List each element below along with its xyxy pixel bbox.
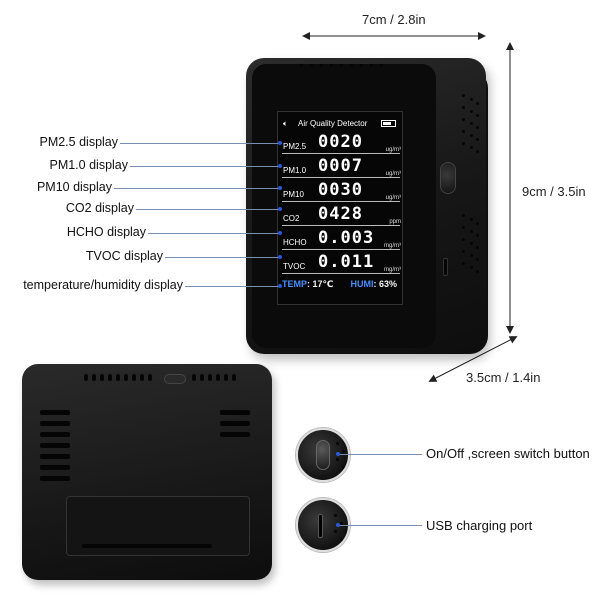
top-vents bbox=[280, 62, 420, 72]
usb-port-icon bbox=[318, 514, 323, 538]
reading-label: PM2.5 bbox=[283, 142, 307, 151]
reading-unit: ug/m³ bbox=[385, 147, 401, 153]
lcd-screen: 🔈︎ Air Quality Detector PM2.5 0020 ug/m³… bbox=[277, 111, 403, 305]
temp-humidity-row: TEMP: 17℃ HUMI: 63% bbox=[282, 279, 397, 290]
reading-row-hcho: HCHO 0.003 mg/m³ bbox=[278, 228, 402, 250]
temp-value: : 17℃ bbox=[307, 279, 334, 289]
back-right-vents bbox=[220, 410, 252, 450]
callout-tvoc: TVOC display bbox=[85, 249, 163, 263]
side-vents bbox=[462, 94, 482, 324]
reading-label: PM1.0 bbox=[283, 166, 307, 175]
height-label: 9cm / 3.5in bbox=[522, 184, 586, 199]
humi-value: : 63% bbox=[373, 279, 397, 289]
callout-pm25: PM2.5 display bbox=[39, 135, 118, 149]
callout-co2: CO2 display bbox=[65, 201, 134, 215]
reading-value: 0020 bbox=[318, 132, 363, 152]
temp-label: TEMP bbox=[282, 279, 308, 289]
depth-label: 3.5cm / 1.4in bbox=[466, 370, 541, 385]
power-button[interactable] bbox=[440, 162, 456, 194]
width-label: 7cm / 2.8in bbox=[362, 12, 426, 27]
callout-port: USB charging port bbox=[426, 518, 533, 533]
back-left-vents bbox=[40, 410, 72, 490]
reading-unit: mg/m³ bbox=[384, 243, 401, 249]
power-button-icon bbox=[316, 440, 330, 470]
button-zoom bbox=[296, 428, 350, 482]
reading-label: HCHO bbox=[283, 238, 307, 247]
callout-pm10-1: PM1.0 display bbox=[49, 158, 128, 172]
callout-temp-humidity: temperature/humidity display bbox=[23, 278, 183, 292]
humi-label: HUMI bbox=[350, 279, 374, 289]
reading-label: TVOC bbox=[283, 262, 306, 271]
callout-pm10: PM10 display bbox=[36, 180, 112, 194]
back-top-vents bbox=[84, 374, 236, 386]
reading-unit: ug/m³ bbox=[385, 195, 401, 201]
reading-label: PM10 bbox=[283, 190, 304, 199]
speaker-icon: 🔈︎ bbox=[283, 119, 288, 128]
reading-unit: mg/m³ bbox=[384, 267, 401, 273]
reading-value: 0.011 bbox=[318, 252, 375, 272]
reading-value: 0428 bbox=[318, 204, 363, 224]
reading-unit: ppm bbox=[389, 219, 401, 225]
reading-value: 0007 bbox=[318, 156, 363, 176]
reading-label: CO2 bbox=[283, 214, 300, 223]
callout-button: On/Off ,screen switch button bbox=[426, 446, 590, 461]
reading-row-pm10: PM10 0030 ug/m³ bbox=[278, 180, 402, 202]
reading-value: 0.003 bbox=[318, 228, 375, 248]
back-slot bbox=[82, 544, 212, 548]
reading-unit: ug/m³ bbox=[385, 171, 401, 177]
reading-value: 0030 bbox=[318, 180, 363, 200]
reading-row-pm25: PM2.5 0020 ug/m³ bbox=[278, 132, 402, 154]
reading-row-pm10-1: PM1.0 0007 ug/m³ bbox=[278, 156, 402, 178]
battery-icon bbox=[381, 120, 396, 127]
usb-port[interactable] bbox=[443, 258, 448, 276]
reading-row-tvoc: TVOC 0.011 mg/m³ bbox=[278, 252, 402, 274]
callout-hcho: HCHO display bbox=[66, 225, 146, 239]
reading-row-co2: CO2 0428 ppm bbox=[278, 204, 402, 226]
screen-title: Air Quality Detector bbox=[298, 119, 368, 128]
